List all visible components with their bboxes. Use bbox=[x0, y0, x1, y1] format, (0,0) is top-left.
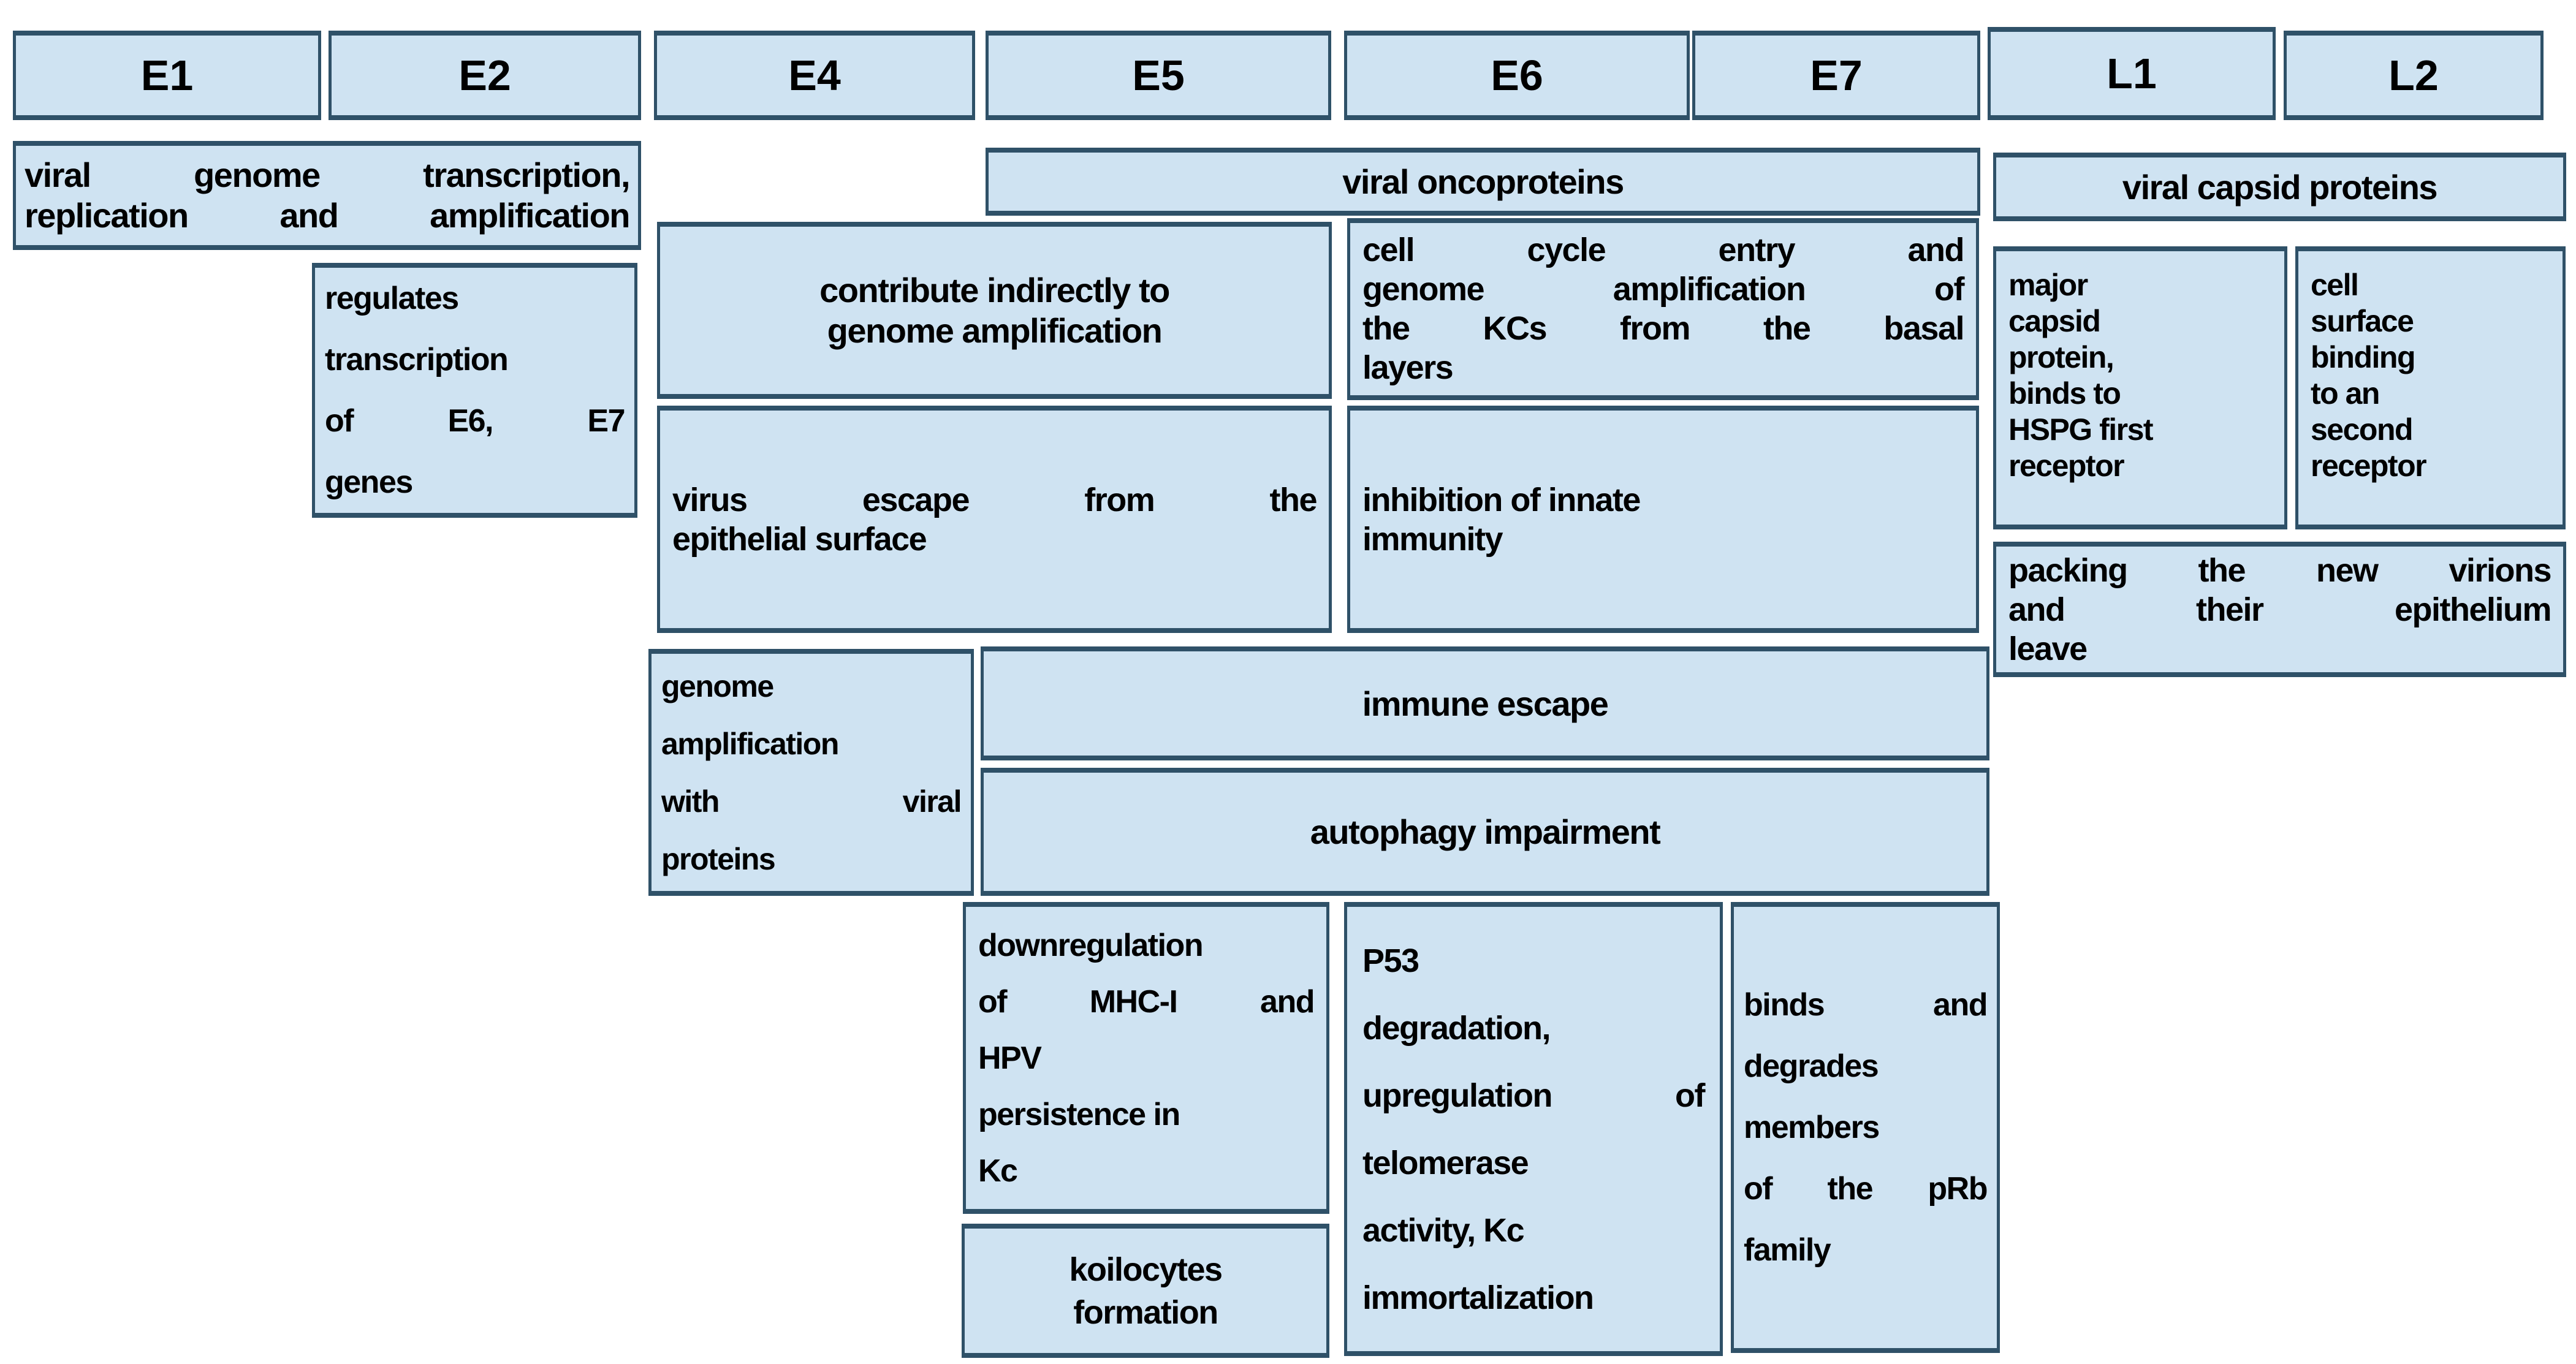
box-text-line: receptor bbox=[2008, 449, 2125, 483]
box-text-line: with viral bbox=[661, 784, 962, 819]
box-text-line: of the pRb bbox=[1744, 1171, 1988, 1207]
box-text-line: protein, bbox=[2008, 340, 2114, 374]
box-text-line: major bbox=[2008, 268, 2088, 302]
box-koilocytes-formation: koilocytes formation bbox=[962, 1224, 1329, 1358]
box-text-line: cell bbox=[2311, 268, 2359, 302]
box-l2-cell-surface-binding: cell surface binding to an second recept… bbox=[2295, 246, 2566, 529]
header-E6: E6 bbox=[1344, 31, 1690, 120]
box-text-line: genome amplification of bbox=[1362, 271, 1965, 308]
box-text-line: koilocytes bbox=[1069, 1251, 1223, 1288]
box-text-line: to an bbox=[2311, 376, 2380, 411]
box-text-line: transcription bbox=[325, 342, 509, 377]
header-E4: E4 bbox=[654, 31, 975, 120]
box-cell-cycle-entry: cell cycle entry and genome amplificatio… bbox=[1347, 218, 1979, 400]
box-contribute-genome-amplification: contribute indirectly to genome amplific… bbox=[657, 222, 1332, 399]
box-text-line: surface bbox=[2311, 304, 2414, 338]
box-text-line: of E6, E7 bbox=[325, 403, 626, 439]
box-text-line: members bbox=[1744, 1110, 1880, 1145]
box-l1-major-capsid-protein: major capsid protein, binds to HSPG firs… bbox=[1993, 246, 2287, 529]
box-text-line: cell cycle entry and bbox=[1362, 232, 1965, 268]
box-text-line: autophagy impairment bbox=[1310, 813, 1661, 851]
box-text-line: epithelial surface bbox=[672, 520, 927, 558]
box-text-line: binds and bbox=[1744, 987, 1988, 1023]
box-text-line: binding bbox=[2311, 340, 2416, 374]
box-text-line: amplification bbox=[661, 726, 839, 761]
box-text-line: telomerase bbox=[1362, 1144, 1529, 1181]
box-text-line: virus escape from the bbox=[672, 481, 1318, 518]
box-text-line: inhibition of innate bbox=[1362, 481, 1641, 518]
box-text-line: immortalization bbox=[1362, 1279, 1594, 1316]
box-text-line: Kc bbox=[978, 1153, 1018, 1189]
box-inhibition-innate-immunity: inhibition of innate immunity bbox=[1347, 406, 1979, 633]
box-text-line: viral oncoproteins bbox=[1342, 162, 1624, 201]
box-autophagy-impairment: autophagy impairment bbox=[981, 768, 1989, 896]
box-text-line: capsid bbox=[2008, 304, 2101, 338]
box-e2-regulates-transcription: regulates transcription of E6, E7 genes bbox=[312, 263, 637, 518]
box-text-line: genes bbox=[325, 464, 413, 500]
box-text-line: HPV bbox=[978, 1040, 1042, 1076]
box-text-line: of MHC-I and bbox=[978, 983, 1315, 1020]
box-downregulation-mhc1: downregulation of MHC-I and HPV persiste… bbox=[963, 902, 1329, 1214]
box-text-line: second bbox=[2311, 412, 2414, 447]
header-E2: E2 bbox=[329, 31, 641, 120]
box-text-line: viral genome transcription, bbox=[25, 156, 631, 194]
header-L1: L1 bbox=[1988, 27, 2276, 120]
box-packing-new-virions: packing the new virions and their epithe… bbox=[1993, 542, 2566, 677]
box-virus-escape-epithelial-surface: virus escape from the epithelial surface bbox=[657, 406, 1332, 633]
box-immune-escape: immune escape bbox=[981, 646, 1989, 760]
box-text-line: and their epithelium bbox=[2008, 591, 2552, 628]
box-text-line: HSPG first bbox=[2008, 412, 2154, 447]
box-text-line: contribute indirectly to bbox=[819, 270, 1170, 309]
box-text-line: proteins bbox=[661, 841, 776, 876]
box-p53-degradation: P53 degradation, upregulation of telomer… bbox=[1344, 902, 1723, 1356]
box-text-line: formation bbox=[1073, 1294, 1218, 1331]
header-E1: E1 bbox=[13, 31, 321, 120]
box-text-line: the KCs from the basal bbox=[1362, 310, 1965, 347]
box-text-line: immune escape bbox=[1362, 684, 1609, 723]
box-text-line: genome amplification bbox=[827, 311, 1163, 350]
header-L2: L2 bbox=[2284, 31, 2544, 120]
box-text-line: viral capsid proteins bbox=[2122, 167, 2438, 206]
box-text-line: upregulation of bbox=[1362, 1077, 1706, 1114]
header-E5: E5 bbox=[986, 31, 1331, 120]
box-text-line: replication and amplification bbox=[25, 196, 631, 235]
box-viral-genome-functions: viral genome transcription, replication … bbox=[13, 141, 641, 250]
box-viral-oncoproteins: viral oncoproteins bbox=[986, 148, 1980, 216]
box-text-line: P53 bbox=[1362, 942, 1419, 979]
box-text-line: leave bbox=[2008, 630, 2088, 667]
box-text-line: receptor bbox=[2311, 449, 2427, 483]
box-text-line: regulates bbox=[325, 281, 459, 316]
box-text-line: packing the new virions bbox=[2008, 551, 2552, 589]
box-text-line: persistence in bbox=[978, 1096, 1180, 1132]
box-viral-capsid-proteins: viral capsid proteins bbox=[1993, 153, 2566, 221]
box-degrades-prb-family: binds and degrades members of the pRb fa… bbox=[1731, 902, 2000, 1353]
box-text-line: immunity bbox=[1362, 520, 1503, 558]
box-text-line: layers bbox=[1362, 349, 1454, 386]
box-genome-amplification-viral-proteins: genome amplification with viral proteins bbox=[648, 649, 974, 896]
box-text-line: degrades bbox=[1744, 1048, 1879, 1084]
box-text-line: binds to bbox=[2008, 376, 2121, 411]
box-text-line: downregulation bbox=[978, 927, 1204, 963]
header-E7: E7 bbox=[1692, 31, 1980, 120]
box-text-line: activity, Kc bbox=[1362, 1211, 1525, 1249]
box-text-line: genome bbox=[661, 669, 774, 703]
box-text-line: family bbox=[1744, 1232, 1831, 1268]
box-text-line: degradation, bbox=[1362, 1009, 1551, 1047]
